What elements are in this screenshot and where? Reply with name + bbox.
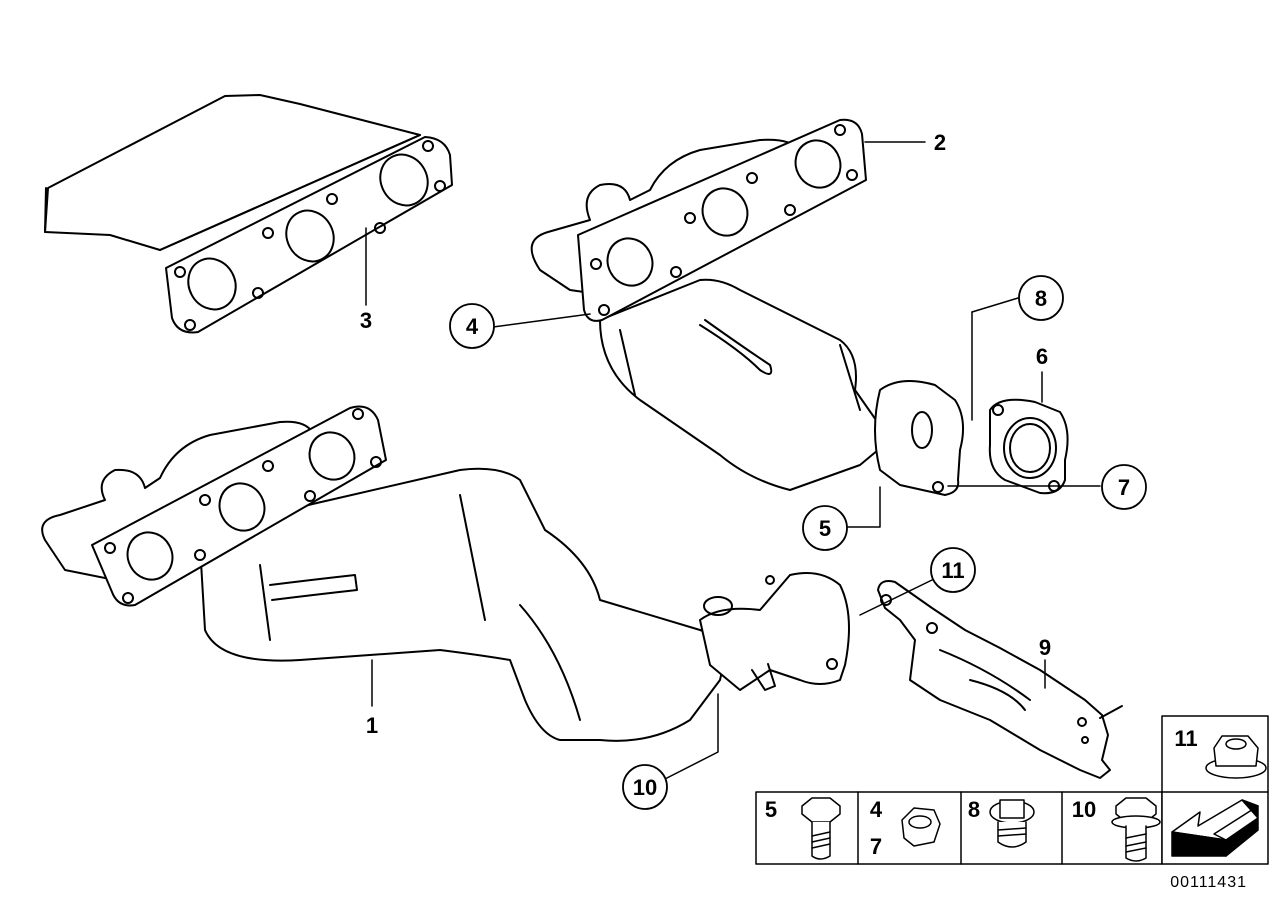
screw-plug-icon <box>989 799 1035 848</box>
flange-nut-icon <box>1205 735 1267 779</box>
part-9-bracket <box>877 580 1123 779</box>
callout-8: 8 <box>1035 286 1047 311</box>
part-2-upper-manifold <box>530 118 965 496</box>
callout-4-circle <box>449 303 495 349</box>
callout-7: 7 <box>1118 475 1130 500</box>
hex-nut-icon <box>901 807 941 847</box>
part-1-lower-manifold <box>41 405 850 742</box>
callout-labels: 1 2 3 4 5 6 7 8 9 10 11 5 4 7 8 10 11 <box>360 130 1198 859</box>
document-number: 00111431 <box>1170 874 1247 891</box>
callout-5-circle <box>802 505 848 551</box>
part-3-heat-shield-gasket <box>44 94 453 334</box>
callout-10-circle <box>622 764 668 810</box>
legend-label-8: 8 <box>968 797 980 822</box>
bolt-icon <box>801 797 841 860</box>
callout-2: 2 <box>934 130 946 155</box>
callout-6: 6 <box>1036 344 1048 369</box>
callout-7-circle <box>1101 464 1147 510</box>
callout-9: 9 <box>1039 635 1051 660</box>
callout-1: 1 <box>366 713 378 738</box>
orientation-arrow-icon <box>1171 799 1259 857</box>
fastener-legend-table <box>755 715 1269 865</box>
callout-4: 4 <box>466 314 479 339</box>
callout-8-circle <box>1018 275 1064 321</box>
callout-5: 5 <box>819 516 831 541</box>
leader-lines <box>365 141 1101 781</box>
callout-3: 3 <box>360 308 372 333</box>
callout-circles <box>449 275 1147 810</box>
part-6-gasket-ring <box>988 398 1069 495</box>
callout-11-circle <box>930 547 976 593</box>
legend-label-5: 5 <box>765 797 777 822</box>
legend-label-4: 4 <box>870 797 883 822</box>
callout-10: 10 <box>633 775 657 800</box>
legend-label-10: 10 <box>1072 797 1096 822</box>
callout-11: 11 <box>941 558 964 583</box>
legend-label-11: 11 <box>1174 726 1197 751</box>
legend-label-7: 7 <box>870 834 882 859</box>
flange-bolt-icon <box>1111 797 1161 862</box>
